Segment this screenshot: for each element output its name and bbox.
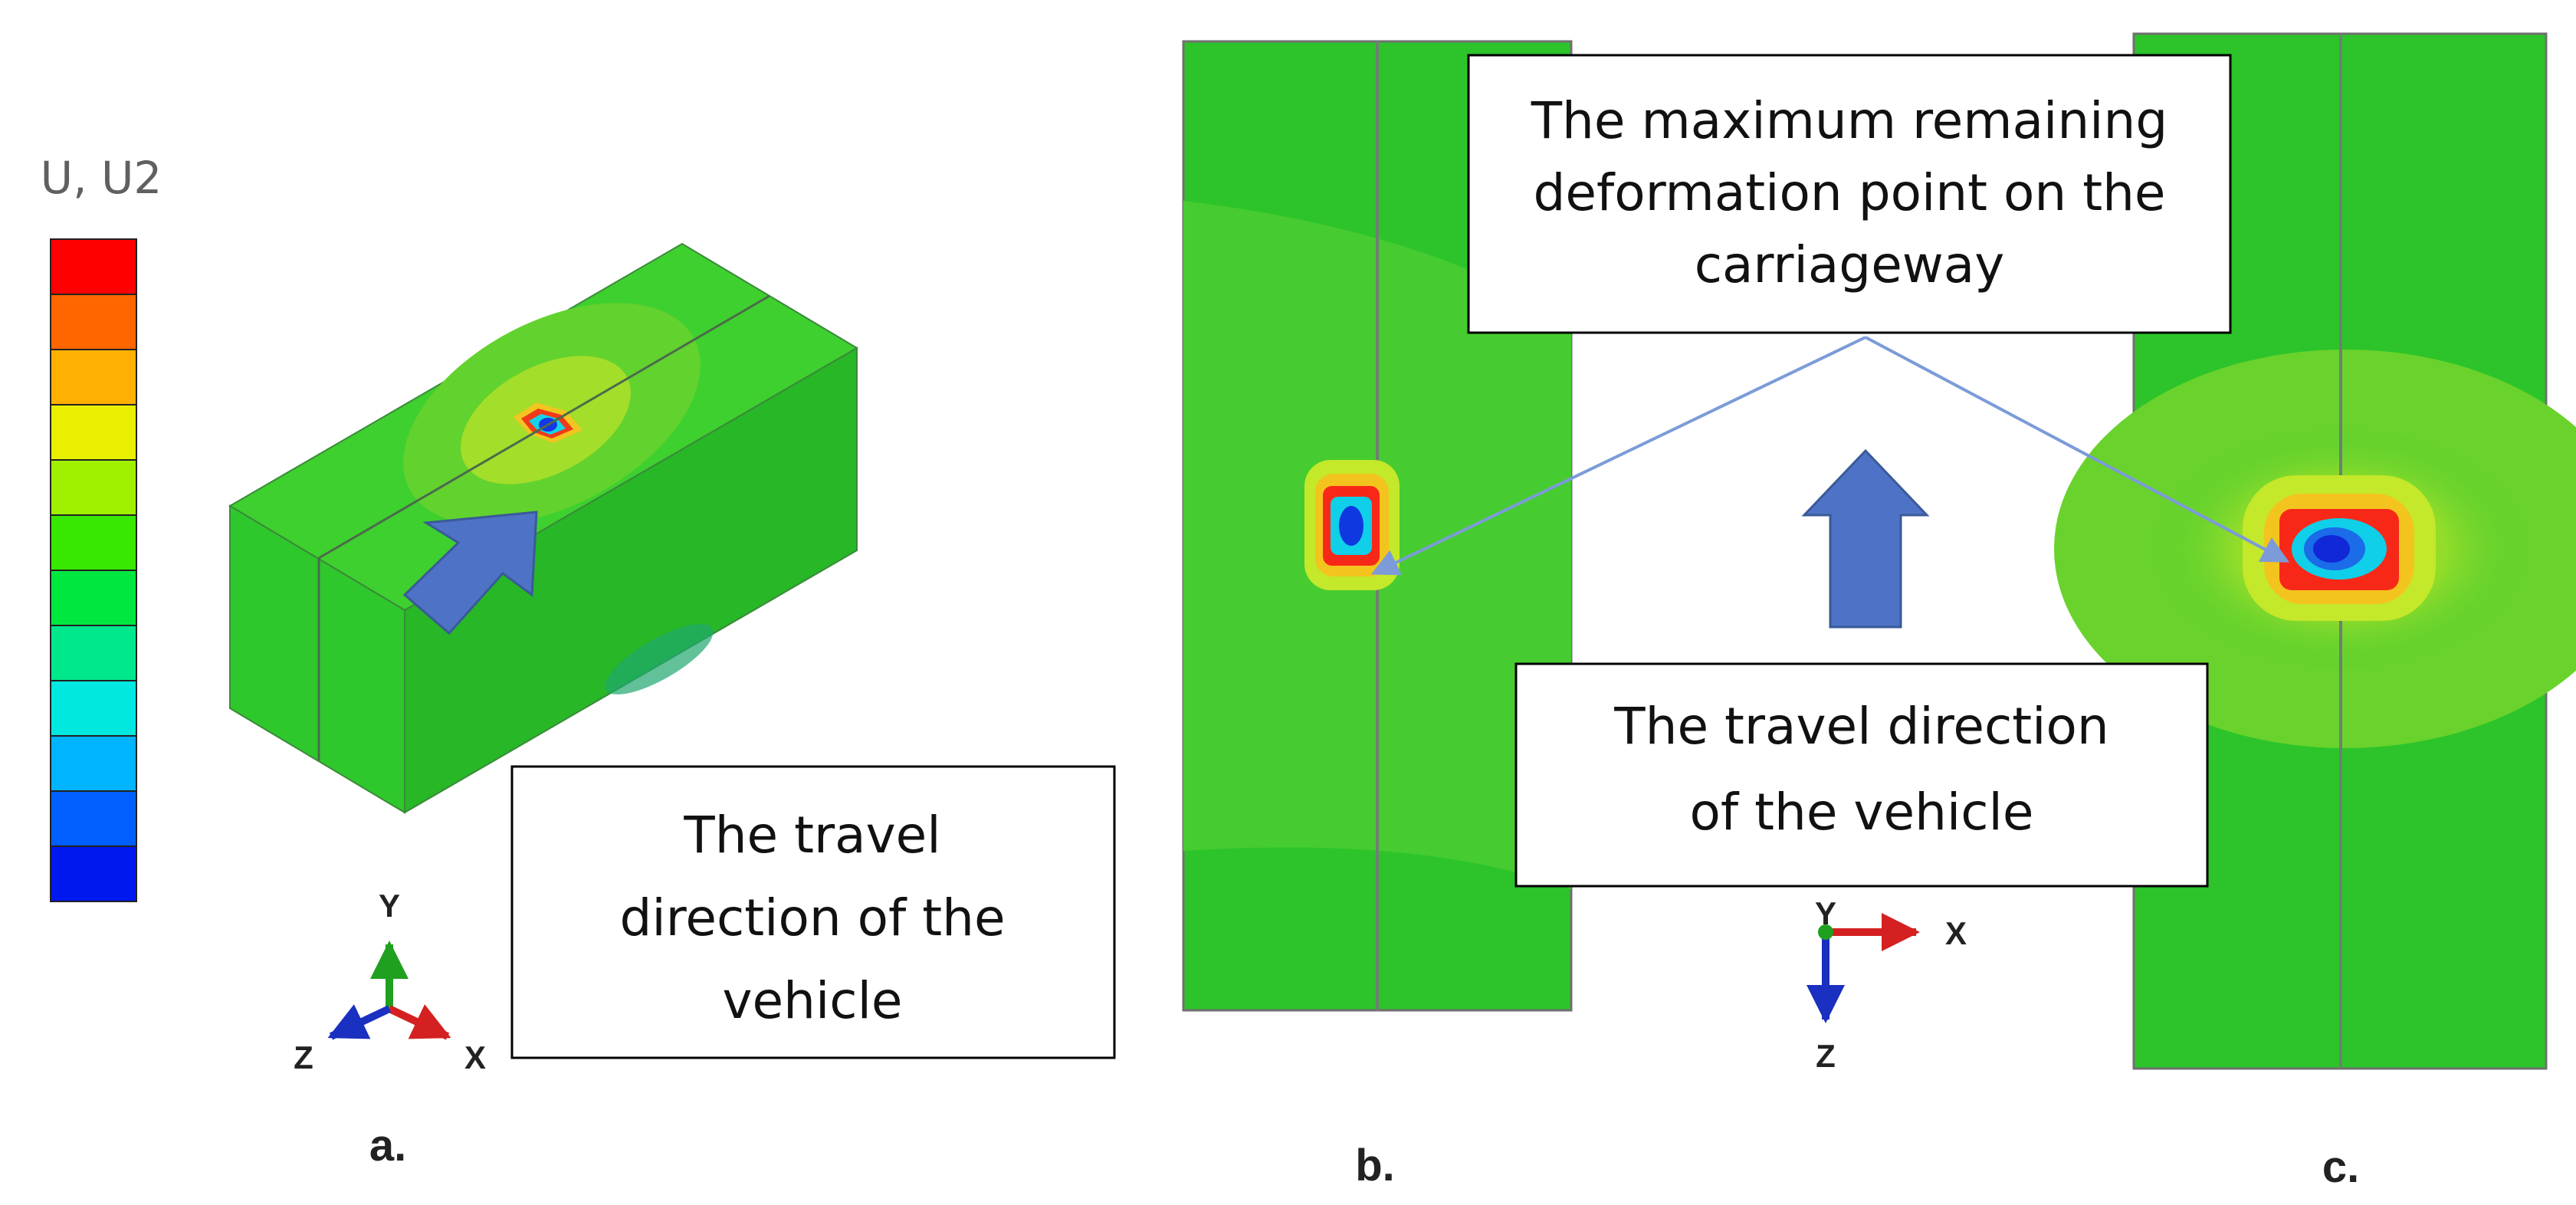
deformation-callout-line-3: carriageway	[1695, 235, 2005, 294]
panel-c-callout-box	[1514, 662, 2209, 888]
legend-swatch	[50, 404, 137, 461]
panel-a-callout-line-2: direction of the	[619, 888, 1005, 947]
deformation-callout-line-2: deformation point on the	[1533, 163, 2165, 222]
panel-b-caption: b.	[1355, 1141, 1395, 1190]
legend-swatch	[50, 790, 137, 847]
legend-swatch	[50, 625, 137, 681]
panel-a-callout-line-1: The travel	[683, 806, 940, 865]
axis-z-arrow	[327, 1004, 392, 1040]
axis-x-arrow	[387, 1004, 451, 1040]
panel-c-travel-arrow	[1801, 448, 1930, 629]
axis-x-label: X	[464, 1039, 486, 1075]
deformation-callout-box	[1467, 54, 2232, 334]
legend-swatch	[50, 680, 137, 737]
axis-z-label-c: Z	[1816, 1038, 1836, 1074]
legend-swatch	[50, 349, 137, 405]
panel-c-callout-line-1: The travel direction	[1613, 697, 2108, 756]
legend-swatch	[50, 570, 137, 626]
block-right-face	[404, 346, 858, 814]
panel-a-callout-box	[510, 765, 1116, 1059]
legend-swatch	[50, 238, 137, 295]
panel-c-axis-triad: Y X Z	[1806, 895, 1967, 1074]
leader-to-panel-b	[1370, 336, 1866, 576]
axis-y-label: Y	[379, 888, 400, 924]
axis-y-label-c: Y	[1815, 895, 1836, 931]
panel-b-deformation-spot	[1304, 460, 1400, 590]
legend-swatch	[50, 845, 137, 902]
legend-swatches	[50, 238, 137, 902]
panel-c-caption: c.	[2322, 1142, 2359, 1192]
axis-x-label-c: X	[1945, 915, 1967, 951]
panel-a-axis-triad: Y X Z	[294, 888, 486, 1075]
panel-c-callout: The travel direction of the vehicle	[1514, 662, 2209, 888]
panel-c-callout-line-2: of the vehicle	[1690, 783, 2034, 842]
panel-c-deformation-spot	[2243, 475, 2436, 621]
legend-title: U, U2	[41, 152, 162, 204]
axis-y-dot-c	[1818, 924, 1833, 940]
color-legend: U, U2	[41, 152, 162, 902]
legend-swatch	[50, 514, 137, 571]
block-top-center-line	[318, 294, 770, 560]
panel-a-callout-line-3: vehicle	[722, 971, 902, 1030]
panel-a-model	[228, 242, 858, 814]
panel-c-plan	[2054, 32, 2576, 1070]
deformation-callout-line-1: The maximum remaining	[1531, 91, 2168, 150]
axis-z-label: Z	[294, 1039, 313, 1075]
legend-swatch	[50, 294, 137, 350]
leader-to-panel-c	[1865, 336, 2290, 563]
legend-swatch	[50, 459, 137, 516]
panel-a-travel-arrow	[402, 511, 538, 635]
deformation-leader-lines	[1370, 336, 2290, 576]
panel-a-callout: The travel direction of the vehicle	[510, 765, 1116, 1059]
legend-swatch	[50, 735, 137, 792]
deformation-callout: The maximum remaining deformation point …	[1467, 54, 2232, 334]
side-contour	[605, 624, 714, 694]
panel-a-caption: a.	[369, 1121, 406, 1171]
